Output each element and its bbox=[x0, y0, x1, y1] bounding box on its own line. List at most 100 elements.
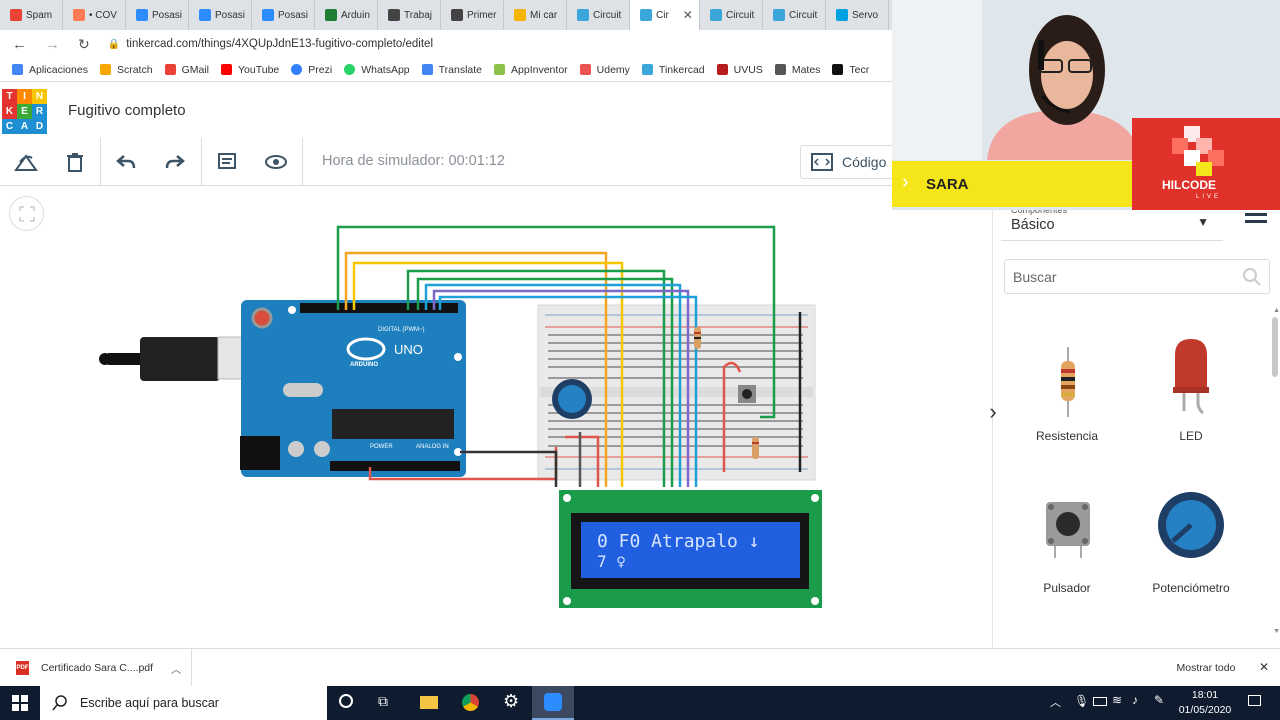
components-panel: › Componentes Básico ▼ Buscar ▲ ▼ Resist… bbox=[992, 187, 1280, 648]
circuit-canvas[interactable]: UNO ARDUINO DIGITAL (PWM~) POWER ANALOG … bbox=[0, 187, 992, 648]
bookmark-item[interactable]: Scratch bbox=[100, 64, 153, 76]
logo-letter: C bbox=[2, 119, 17, 134]
task-view-icon[interactable]: ⧉ bbox=[378, 693, 388, 710]
scratch-icon bbox=[100, 64, 111, 75]
browser-tab[interactable]: • COV bbox=[63, 0, 126, 30]
pushbutton-icon bbox=[1043, 492, 1093, 562]
battery-icon[interactable] bbox=[1093, 697, 1107, 706]
component-label: LED bbox=[1131, 429, 1251, 443]
bookmark-item[interactable]: Tecr bbox=[832, 64, 869, 76]
bookmark-item[interactable]: Tinkercad bbox=[642, 64, 705, 76]
bookmark-item[interactable]: AppInventor bbox=[494, 64, 568, 76]
bookmark-item[interactable]: WhatsApp bbox=[344, 64, 409, 76]
bookmark-item[interactable]: Prezi bbox=[291, 64, 332, 76]
show-all-button[interactable]: Mostrar todo bbox=[1162, 657, 1250, 679]
scroll-up-icon[interactable]: ▲ bbox=[1273, 307, 1280, 314]
zoom-icon bbox=[136, 9, 148, 21]
gmail-icon bbox=[165, 64, 176, 75]
forward-icon[interactable]: → bbox=[45, 36, 60, 53]
webcam-overlay: › SARA HILCODE LIVE bbox=[892, 0, 1280, 210]
file-explorer-icon[interactable] bbox=[420, 696, 438, 709]
component-resistor[interactable]: Resistencia bbox=[1007, 337, 1127, 447]
browser-tab[interactable]: Posasi bbox=[126, 0, 189, 30]
browser-tab[interactable]: Posasi bbox=[189, 0, 252, 30]
component-search[interactable]: Buscar bbox=[1004, 259, 1270, 294]
component-label: Potenciómetro bbox=[1131, 581, 1251, 595]
undo-button[interactable] bbox=[112, 148, 140, 176]
brand-sub: LIVE bbox=[1196, 194, 1221, 200]
prezi-icon bbox=[291, 64, 302, 75]
component-potentiometer[interactable]: Potenciómetro bbox=[1131, 487, 1251, 597]
bookmark-item[interactable]: Mates bbox=[775, 64, 821, 76]
volume-icon[interactable]: ♪ bbox=[1132, 693, 1138, 707]
microphone-icon[interactable]: 🎙 bbox=[1074, 694, 1089, 708]
logo-letter: E bbox=[17, 104, 32, 119]
arduino-power-label: POWER bbox=[370, 444, 393, 450]
browser-tab[interactable]: Servo bbox=[826, 0, 889, 30]
notes-button[interactable] bbox=[213, 148, 241, 176]
reload-icon[interactable]: ↻ bbox=[78, 36, 90, 53]
pen-icon[interactable]: ✎ bbox=[1154, 693, 1164, 707]
browser-tab[interactable]: Trabaj bbox=[378, 0, 441, 30]
start-button[interactable] bbox=[0, 686, 40, 720]
project-title[interactable]: Fugitivo completo bbox=[68, 102, 186, 119]
pushbutton-on-board[interactable] bbox=[738, 385, 756, 403]
browser-tab[interactable]: Posasi bbox=[252, 0, 315, 30]
list-view-icon bbox=[1245, 211, 1267, 227]
component-pushbutton[interactable]: Pulsador bbox=[1007, 487, 1127, 597]
back-icon[interactable]: ← bbox=[12, 36, 27, 53]
list-view-button[interactable] bbox=[1245, 211, 1267, 227]
code-button[interactable]: Código bbox=[800, 145, 900, 179]
chrome-icon[interactable] bbox=[462, 694, 479, 711]
zoom-icon bbox=[544, 693, 562, 711]
settings-icon[interactable]: ⚙ bbox=[503, 691, 519, 712]
browser-tab[interactable]: Circuit bbox=[700, 0, 763, 30]
logo-letter: K bbox=[2, 104, 17, 119]
collapse-panel-button[interactable]: › bbox=[983, 392, 1003, 432]
category-select[interactable]: Componentes Básico ▼ bbox=[1001, 205, 1223, 241]
potentiometer-on-board[interactable] bbox=[552, 379, 592, 419]
url-field[interactable]: tinkercad.com/things/4XQUpJdnE13-fugitiv… bbox=[126, 38, 433, 50]
lcd-module[interactable]: 0 F0 Atrapalo ↓ 7 ♀ bbox=[559, 490, 822, 608]
circuit-drawing: UNO ARDUINO DIGITAL (PWM~) POWER ANALOG … bbox=[0, 187, 992, 648]
close-tab-icon[interactable]: ✕ bbox=[683, 8, 693, 22]
component-led[interactable]: LED bbox=[1131, 337, 1251, 447]
bookmark-item[interactable]: Aplicaciones bbox=[12, 64, 88, 76]
bookmark-item[interactable]: GMail bbox=[165, 64, 209, 76]
redo-button[interactable] bbox=[161, 148, 189, 176]
resistor-on-board[interactable] bbox=[694, 327, 701, 349]
browser-tab[interactable]: Primer bbox=[441, 0, 504, 30]
download-item[interactable]: PDF Certificado Sara C....pdf ︿ bbox=[0, 649, 192, 687]
rotate-button[interactable] bbox=[12, 148, 40, 176]
browser-tab[interactable]: Spam bbox=[0, 0, 63, 30]
cortana-icon[interactable] bbox=[339, 694, 353, 708]
chevron-up-icon[interactable]: ︿ bbox=[171, 661, 181, 676]
wifi-icon[interactable]: ≋ bbox=[1112, 693, 1122, 707]
tinkercad-logo[interactable]: T I N K E R C A D bbox=[2, 89, 47, 134]
notifications-icon[interactable] bbox=[1248, 695, 1261, 706]
clock-date: 01/05/2020 bbox=[1172, 703, 1238, 718]
bookmark-item[interactable]: YouTube bbox=[221, 64, 279, 76]
close-downloads-icon[interactable]: ✕ bbox=[1259, 660, 1269, 674]
scrollbar[interactable] bbox=[1272, 317, 1278, 377]
resistor-on-board[interactable] bbox=[752, 437, 759, 459]
zoom-taskbar-button[interactable] bbox=[532, 686, 574, 720]
scroll-down-icon[interactable]: ▼ bbox=[1273, 628, 1280, 635]
visibility-button[interactable] bbox=[262, 148, 290, 176]
taskbar-search[interactable]: Escribe aquí para buscar bbox=[40, 686, 327, 720]
browser-tab[interactable]: Arduin bbox=[315, 0, 378, 30]
browser-tab-active[interactable]: Cir✕ bbox=[630, 0, 700, 30]
bookmark-item[interactable]: UVUS bbox=[717, 64, 763, 76]
bookmark-item[interactable]: Udemy bbox=[580, 64, 630, 76]
tray-expand-icon[interactable]: ︿ bbox=[1050, 694, 1061, 710]
delete-button[interactable] bbox=[61, 148, 89, 176]
browser-tab[interactable]: Circuit bbox=[763, 0, 826, 30]
chevron-down-icon: ▼ bbox=[1197, 215, 1209, 229]
arduino-uno-board[interactable]: UNO ARDUINO DIGITAL (PWM~) POWER ANALOG … bbox=[240, 300, 466, 477]
windows-icon bbox=[12, 695, 28, 711]
clock[interactable]: 18:01 01/05/2020 bbox=[1172, 688, 1238, 718]
simulator-time: Hora de simulador: 00:01:12 bbox=[322, 153, 505, 169]
browser-tab[interactable]: Mi car bbox=[504, 0, 567, 30]
browser-tab[interactable]: Circuit bbox=[567, 0, 630, 30]
bookmark-item[interactable]: Translate bbox=[422, 64, 482, 76]
